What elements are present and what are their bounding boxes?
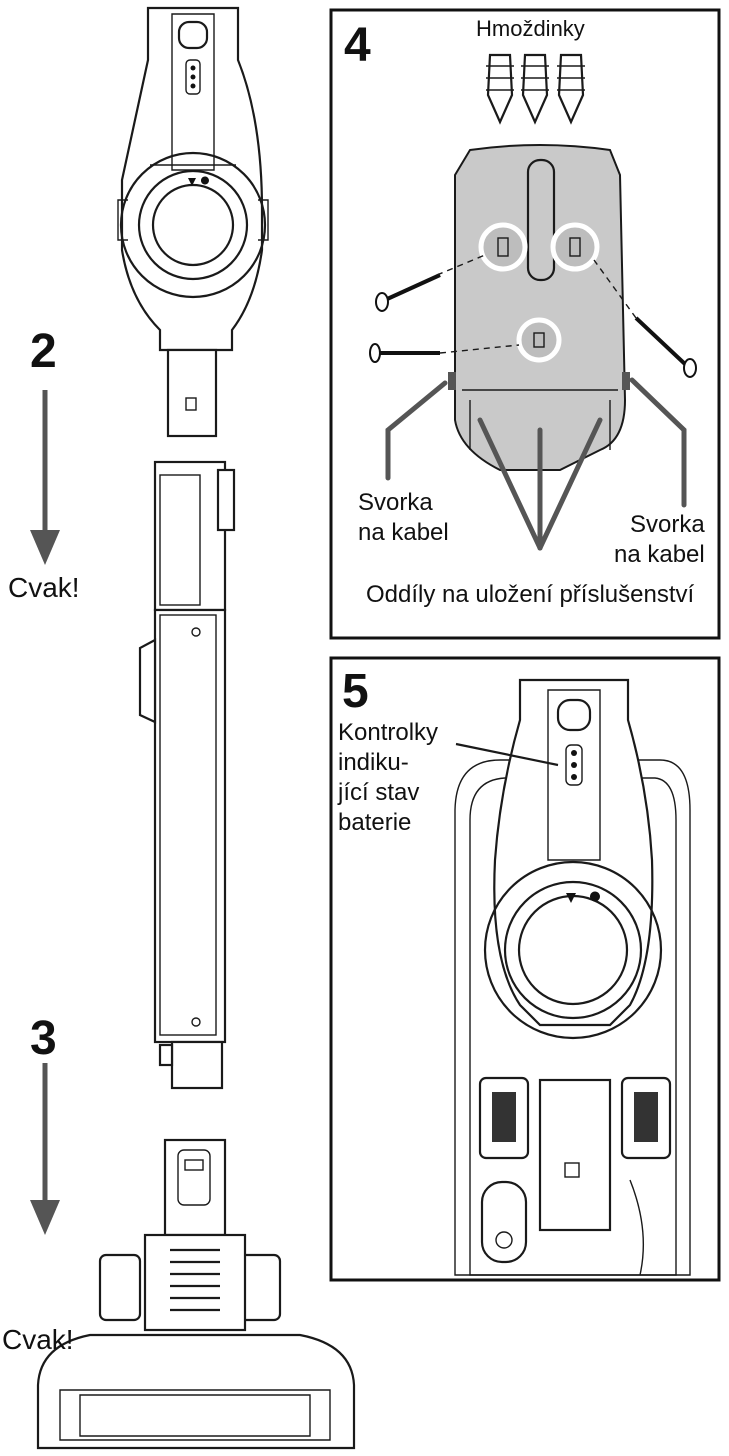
step-2-number: 2 (30, 325, 57, 378)
cable-clip-right-label: Svorka na kabel (614, 511, 705, 568)
floor-head (36, 1138, 356, 1450)
docked-unit (454, 678, 691, 1276)
step-4-number: 4 (344, 19, 371, 72)
anchors-label: Hmoždinky (476, 16, 585, 41)
panel-5-frame (329, 656, 721, 1282)
battery-indicator-label: Kontrolky indiku- jící stav baterie (338, 719, 439, 836)
compartments-label: Oddíly na uložení příslušenství (366, 581, 695, 608)
wall-bracket (448, 144, 630, 471)
wall-anchors (486, 53, 585, 125)
click-label-bottom: Cvak! (2, 1324, 74, 1355)
step-2-arrow (30, 390, 60, 565)
extension-tube (138, 460, 236, 1090)
screws (369, 273, 697, 378)
guide-lines (385, 254, 687, 551)
handheld-unit-top (117, 6, 269, 438)
battery-leader-line (455, 742, 559, 767)
cable-clip-left-label: Svorka na kabel (358, 489, 449, 546)
step-5-number: 5 (342, 665, 369, 718)
step-3-arrow (30, 1063, 60, 1235)
panel-4-frame (329, 8, 721, 640)
click-label-top: Cvak! (8, 572, 80, 603)
step-3-number: 3 (30, 1012, 57, 1065)
